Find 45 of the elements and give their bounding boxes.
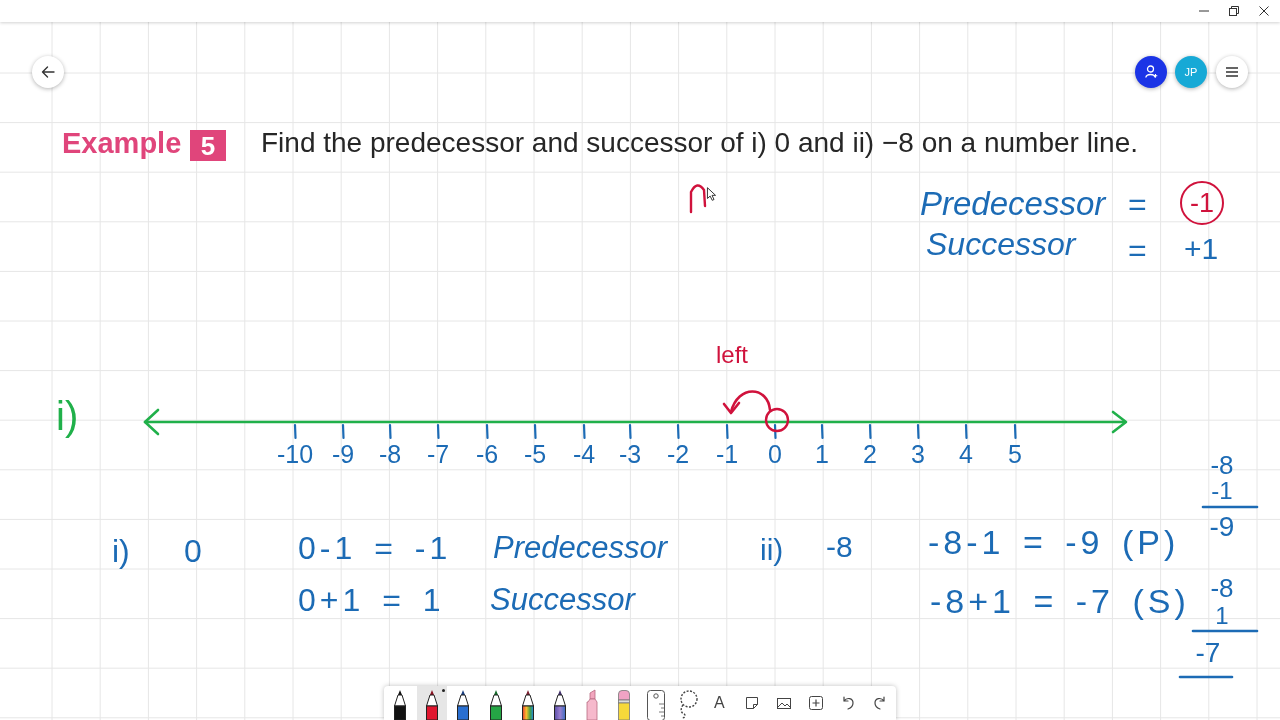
working-number: -8	[1210, 452, 1234, 478]
equation: -8-1 = -9 (P)	[928, 525, 1180, 559]
tick-label: 0	[768, 442, 782, 467]
number-badge: 5	[190, 130, 226, 161]
tick-label: 5	[1008, 442, 1022, 467]
number-label: -8	[826, 532, 853, 562]
number-label: 0	[184, 535, 202, 567]
tick-label: -4	[572, 442, 596, 467]
tick-label: -5	[523, 442, 547, 467]
tick-label: -9	[331, 442, 355, 467]
term-label: Predecessor	[920, 187, 1106, 220]
tick-label: -3	[618, 442, 642, 467]
equation: 0+1 = 1	[298, 584, 445, 616]
text-tool-label: A	[714, 695, 725, 711]
example-label: Example	[62, 129, 182, 158]
tick-label: 1	[815, 442, 829, 467]
term-label: Successor	[926, 228, 1076, 260]
tick-label: -10	[276, 442, 314, 467]
working-number: -8	[1210, 575, 1234, 601]
tick-label: -8	[378, 442, 402, 467]
tick-label: 4	[959, 442, 973, 467]
equals-sign: =	[1128, 188, 1147, 220]
circled-answer: -1	[1180, 181, 1224, 225]
tick-label: 2	[863, 442, 877, 467]
tick-label: -7	[426, 442, 450, 467]
term-label: Predecessor	[493, 532, 668, 563]
equation: -8+1 = -7 (S)	[930, 584, 1190, 618]
working-number: -7	[1195, 639, 1221, 667]
working-number: 1	[1215, 604, 1229, 628]
working-number: -1	[1211, 479, 1233, 503]
term-label: Successor	[490, 584, 635, 615]
tick-label: 3	[911, 442, 925, 467]
question-text: Find the predecessor and successor of i) 0 and ii) −8 on a number line.	[261, 128, 1139, 159]
equation: 0-1 = -1	[298, 532, 452, 564]
value-label: +1	[1184, 234, 1219, 264]
part-marker: ii)	[760, 535, 784, 565]
tick-label: -1	[715, 442, 739, 467]
part-marker: i)	[56, 396, 79, 436]
equals-sign: =	[1128, 234, 1147, 266]
tick-label: -6	[475, 442, 499, 467]
direction-label: left	[716, 343, 748, 367]
part-marker: i)	[112, 535, 130, 567]
tick-label: -2	[666, 442, 690, 467]
working-number: -9	[1209, 513, 1235, 541]
avatar: JP	[1175, 56, 1207, 88]
